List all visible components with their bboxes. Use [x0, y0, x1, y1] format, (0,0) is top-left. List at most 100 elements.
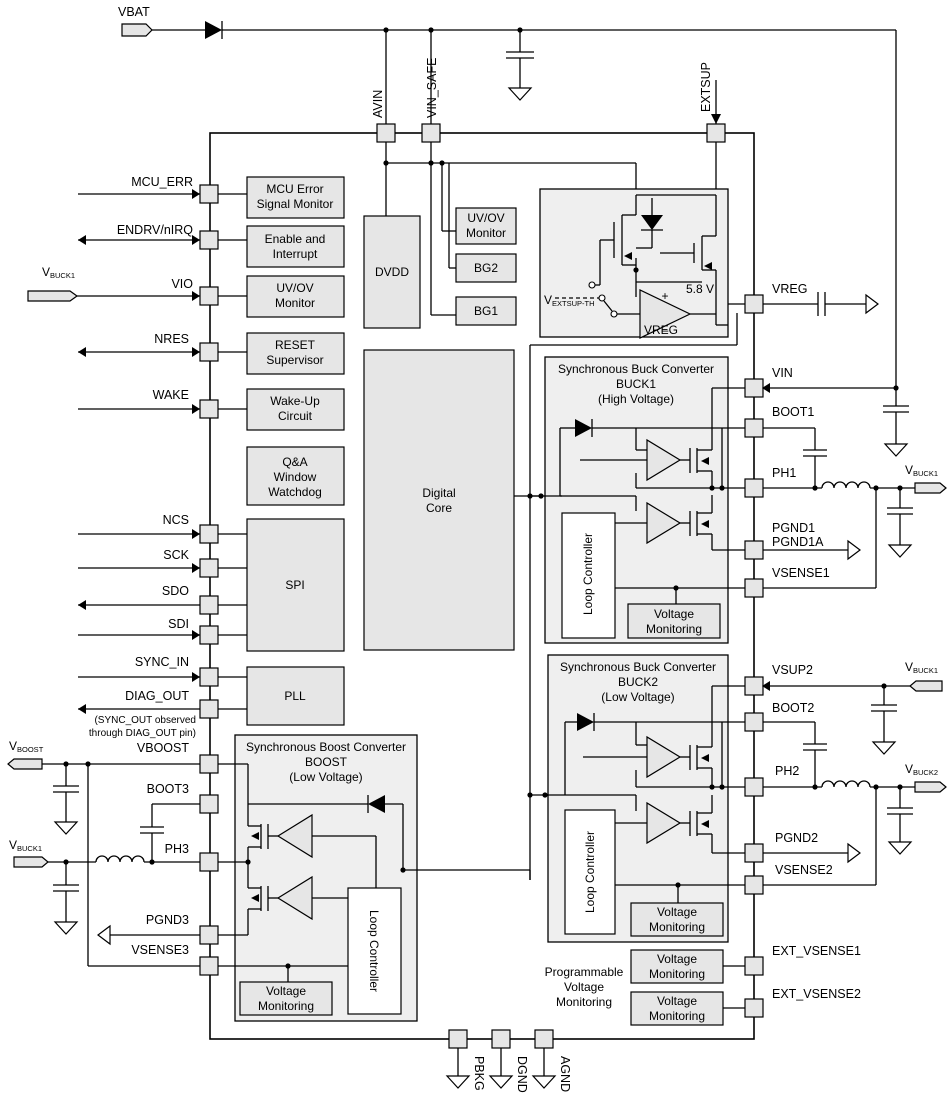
boost-vm-line2: Monitoring [258, 999, 314, 1013]
wakeup-line1: Wake-Up [270, 394, 320, 408]
boost-loop-controller [347, 887, 402, 1015]
uvov-left-line1: UV/OV [276, 281, 313, 295]
nres-pin [199, 342, 219, 362]
buck2-diode-icon [577, 713, 594, 731]
internal-supply-wires [383, 142, 717, 316]
vboost-terminal [7, 758, 43, 770]
buck2-pins: VSUP2 VBUCK1 BOOT2 PH2 VBUCK2 PGND2 [712, 660, 947, 895]
svg-text:VBUCK1: VBUCK1 [905, 660, 938, 675]
ext-vm2-line2: Monitoring [649, 1009, 705, 1023]
pgnd1a-label: PGND1A [772, 535, 824, 549]
qa-watchdog-block [246, 446, 345, 506]
uvov-monitor-left-block [246, 275, 345, 318]
ext-vsense2-label: EXT_VSENSE2 [772, 987, 861, 1001]
vsup2-label: VSUP2 [772, 663, 813, 677]
endrv-pin [199, 230, 219, 250]
sdi-pin [199, 625, 219, 645]
bottom-pins: PBKG DGND AGND [445, 1029, 572, 1093]
ext-vm1-line2: Monitoring [649, 967, 705, 981]
extsup-pin [706, 123, 726, 143]
vbat-label: VBAT [118, 5, 150, 19]
vio-label: VIO [171, 277, 193, 291]
ph2-pin [744, 777, 764, 797]
ground-icon [507, 87, 533, 101]
boot3-label: BOOT3 [147, 782, 189, 796]
pgnd1-pin [744, 540, 764, 560]
vreg-internal-label: VREG [644, 323, 678, 337]
extsup-label: EXTSUP [699, 62, 713, 112]
agnd-pin [534, 1029, 554, 1049]
diag-note-1: (SYNC_OUT observed [94, 715, 196, 726]
vin-safe-pin [421, 123, 441, 143]
pll-block [246, 666, 345, 726]
prog-line2: Voltage [564, 980, 604, 994]
vboost-label: VBOOST [137, 741, 189, 755]
vbuck1-vio-terminal [27, 290, 79, 302]
diag-out-label: DIAG_OUT [125, 689, 189, 703]
vsense3-pin [199, 956, 219, 976]
vbuck2-out-sub: BUCK2 [913, 768, 938, 777]
vbuck1-vsup2-v: V [905, 660, 913, 674]
dgnd-pin [491, 1029, 511, 1049]
vreg-diode-icon [641, 215, 663, 230]
vextsup-v: V [544, 293, 552, 307]
boost-diode-icon [368, 795, 385, 813]
vsense3-label: VSENSE3 [131, 943, 189, 957]
ncs-pin [199, 524, 219, 544]
bg2-label: BG2 [474, 261, 498, 275]
vbuck1-v: V [42, 265, 50, 279]
boot2-pin [744, 712, 764, 732]
svg-text:VBOOST: VBOOST [9, 739, 44, 754]
boost-inductor [95, 855, 145, 863]
buck2-inductor [821, 780, 871, 788]
pgnd2-label: PGND2 [775, 831, 818, 845]
ncs-label: NCS [163, 513, 189, 527]
ground-icon [865, 293, 879, 315]
pbkg-pin [448, 1029, 468, 1049]
pgnd2-pin [744, 843, 764, 863]
enable-interrupt-block [246, 225, 345, 268]
top-pins: AVIN VIN_SAFE EXTSUP [371, 30, 726, 143]
vreg-opamp [639, 289, 692, 339]
vbuck1-sub: BUCK1 [50, 271, 75, 280]
digital-core-block [363, 349, 515, 651]
ph1-pin [744, 478, 764, 498]
svg-text:VBUCK1: VBUCK1 [9, 838, 42, 853]
buck1-loop-label: Loop Controller [581, 533, 595, 615]
avin-label: AVIN [371, 90, 385, 118]
reset-line2: Supervisor [266, 353, 323, 367]
spi-block [246, 518, 345, 652]
bg1-block [455, 296, 517, 326]
vreg-pin [744, 294, 764, 314]
ext-vm2-line1: Voltage [657, 994, 697, 1008]
buck2-vm-line2: Monitoring [649, 920, 705, 934]
left-function-blocks: MCU Error Signal Monitor Enable and Inte… [246, 176, 345, 726]
vsup2-pin [744, 676, 764, 696]
sck-pin [199, 558, 219, 578]
wake-label: WAKE [153, 388, 189, 402]
ext-vsense1-pin [744, 956, 764, 976]
boost-title-1: Synchronous Boost Converter [246, 740, 406, 754]
buck2-title-1: Synchronous Buck Converter [560, 660, 716, 674]
svg-text:VEXTSUP-TH: VEXTSUP-TH [544, 293, 595, 308]
ph1-label: PH1 [772, 466, 796, 480]
qa-line1: Q&A [282, 455, 307, 469]
pgnd1-label: PGND1 [772, 521, 815, 535]
buck2-vm-line1: Voltage [657, 905, 697, 919]
vboost-sub: BOOST [17, 745, 44, 754]
enable-line1: Enable and [265, 232, 326, 246]
boot1-label: BOOT1 [772, 405, 814, 419]
left-pin-column: MCU_ERR ENDRV/nIRQ VBUCK1 VIO NRES WAKE … [27, 175, 247, 739]
vreg-opamp-minus: – [662, 323, 669, 337]
sdo-pin [199, 595, 219, 615]
vbuck1-out-terminal [914, 482, 947, 494]
uvov-left-line2: Monitor [275, 296, 315, 310]
pgnd3-pin [199, 925, 219, 945]
diag-out-pin [199, 699, 219, 719]
vreg-voltage: 5.8 V [686, 282, 714, 296]
boost-title-2: BOOST [305, 755, 348, 769]
endrv-label: ENDRV/nIRQ [117, 223, 193, 237]
vin-pin [744, 378, 764, 398]
vbuck1-vsup2-terminal [909, 680, 943, 692]
buck1-inductor [821, 481, 871, 489]
